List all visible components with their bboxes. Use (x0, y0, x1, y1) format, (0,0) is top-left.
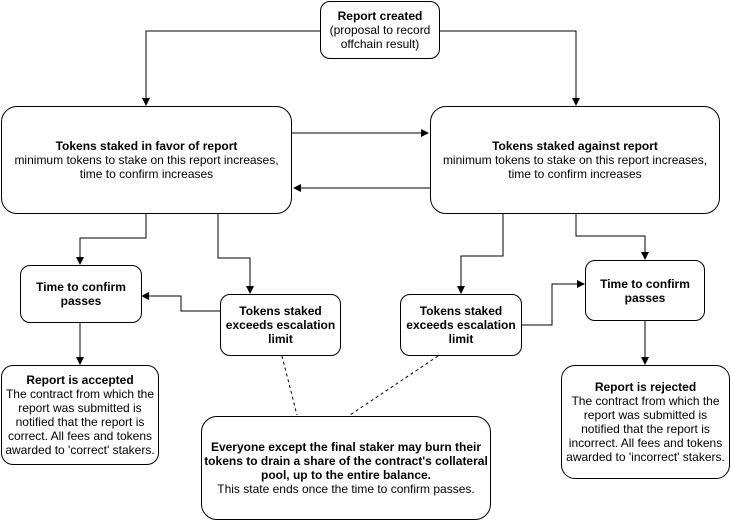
link-escalation-right-to-burn (349, 355, 439, 416)
node-escalation-left-title: Tokens staked exceeds escalation limit (225, 304, 336, 346)
edge-created-to-favor (142, 30, 320, 106)
node-report-created: Report created (proposal to record offch… (320, 1, 440, 59)
edge-favor-to-confirm-left (76, 214, 147, 265)
node-collateral-burn-title: Everyone except the final staker may bur… (204, 440, 488, 482)
node-time-to-confirm-left: Time to confirm passes (20, 265, 142, 323)
node-report-created-body: (proposal to record offchain result) (329, 23, 431, 51)
node-tokens-staked-against-body: minimum tokens to stake on this report i… (442, 153, 708, 181)
edge-escalation-right-to-confirm-right (522, 280, 585, 326)
node-escalation-left: Tokens staked exceeds escalation limit (220, 294, 341, 356)
edge-against-to-escalation-right (457, 214, 504, 294)
edge-created-to-against (440, 30, 580, 106)
node-collateral-burn-body: This state ends once the time to confirm… (217, 482, 475, 496)
node-report-rejected: Report is rejected The contract from whi… (561, 365, 730, 479)
node-report-accepted-body: The contract from which the report was s… (5, 387, 155, 457)
node-time-to-confirm-right-title: Time to confirm passes (600, 276, 690, 305)
node-tokens-staked-favor-body: minimum tokens to stake on this report i… (14, 153, 279, 181)
node-report-created-title: Report created (337, 9, 423, 23)
node-escalation-right-title: Tokens staked exceeds escalation limit (406, 304, 516, 346)
link-escalation-left-to-burn (281, 355, 298, 416)
node-tokens-staked-favor: Tokens staked in favor of report minimum… (1, 106, 292, 214)
node-time-to-confirm-left-title: Time to confirm passes (36, 280, 126, 308)
node-escalation-right: Tokens staked exceeds escalation limit (400, 294, 522, 356)
node-report-accepted-title: Report is accepted (26, 373, 134, 387)
node-report-rejected-title: Report is rejected (594, 380, 697, 394)
edge-against-to-confirm-right (575, 214, 649, 260)
edge-favor-to-escalation-left (217, 214, 254, 294)
edge-escalation-left-to-confirm-left (141, 292, 220, 312)
node-report-accepted: Report is accepted The contract from whi… (1, 365, 159, 465)
node-tokens-staked-favor-title: Tokens staked in favor of report (55, 139, 238, 153)
node-collateral-burn: Everyone except the final staker may bur… (201, 416, 491, 520)
node-tokens-staked-against: Tokens staked against report minimum tok… (430, 106, 720, 214)
node-time-to-confirm-right: Time to confirm passes (585, 260, 705, 321)
node-tokens-staked-against-title: Tokens staked against report (492, 139, 658, 153)
node-report-rejected-body: The contract from which the report was s… (566, 394, 725, 464)
